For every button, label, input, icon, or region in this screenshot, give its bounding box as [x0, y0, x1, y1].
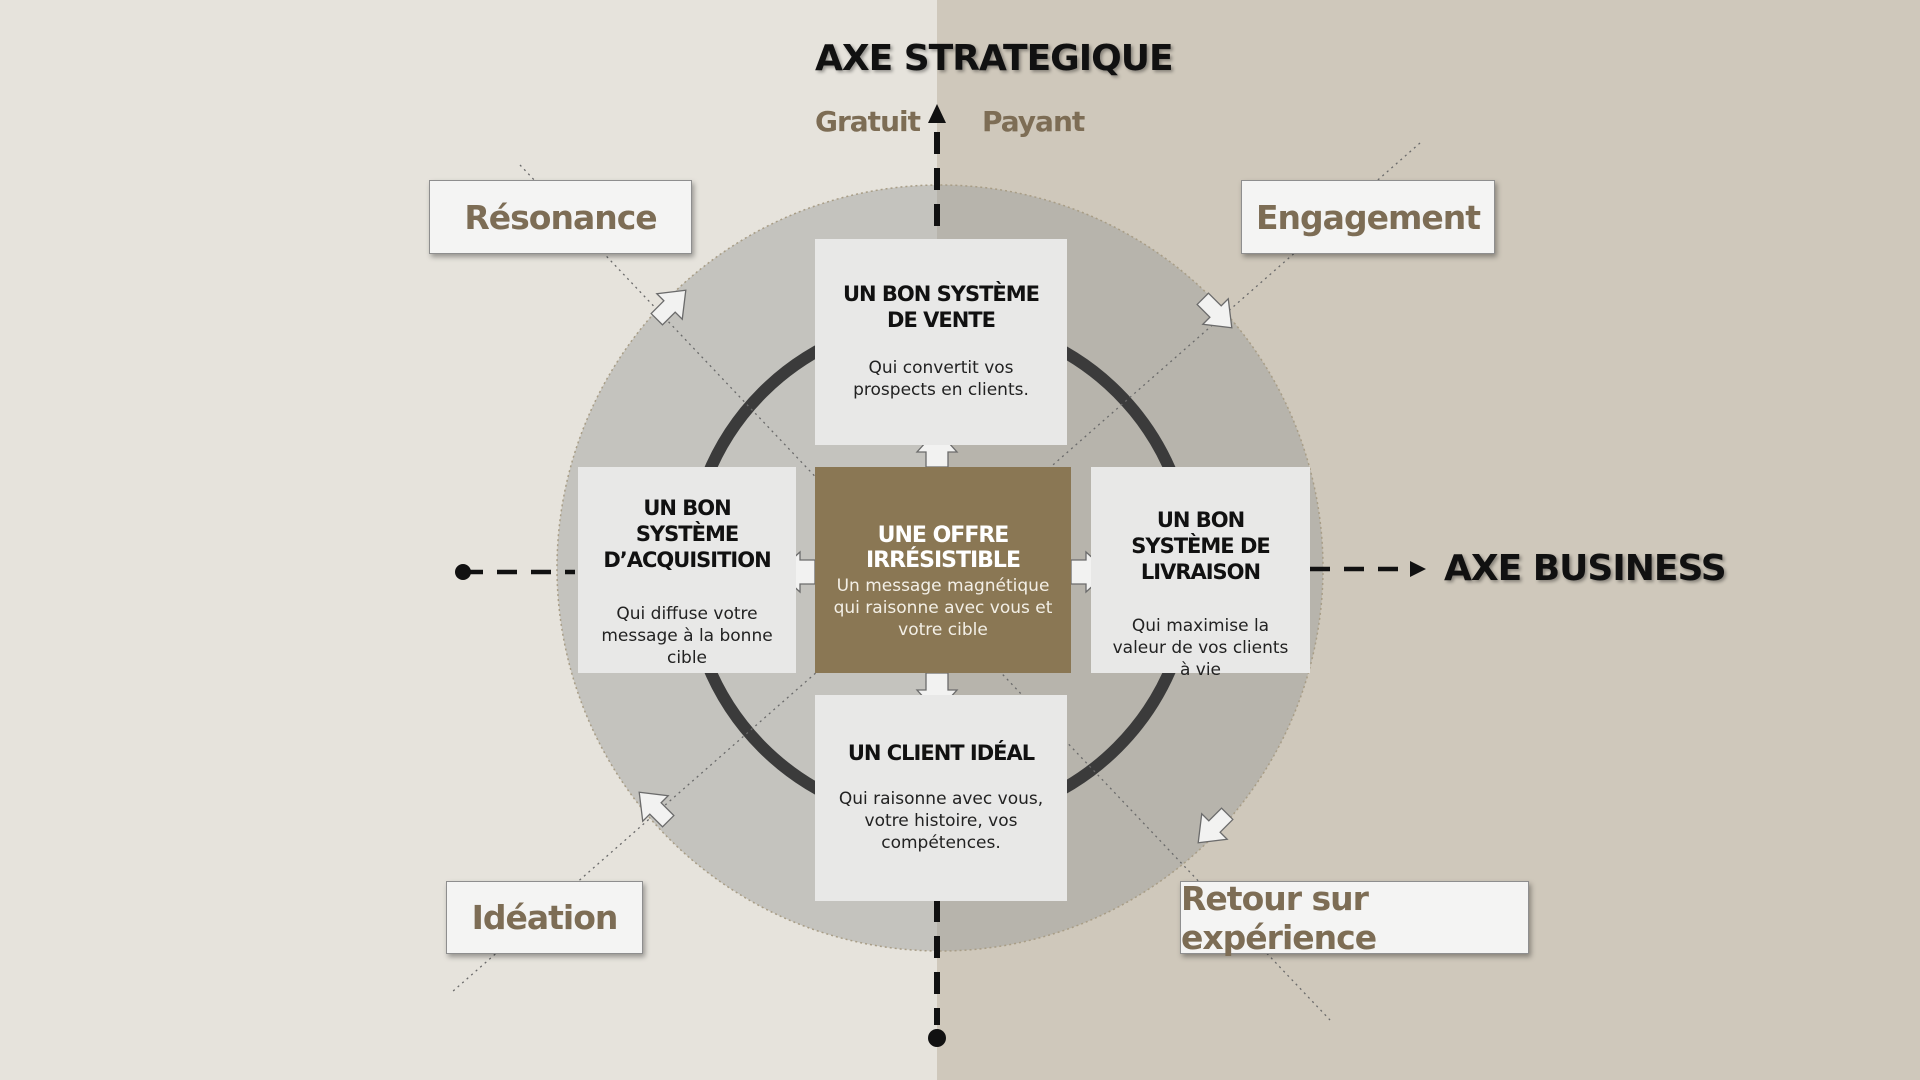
card-acquisition-title: UN BON SYSTÈME D’ACQUISITION [603, 496, 771, 572]
center-arrows [777, 429, 1109, 713]
corner-label-ideation: Idéation [446, 881, 643, 954]
card-sales-title: UN BON SYSTÈME DE VENTE [842, 282, 1040, 332]
corner-label-retour: Retour sur expérience [1180, 879, 1529, 957]
business-axis-title: AXE BUSINESS [1444, 548, 1727, 589]
card-sales-system: UN BON SYSTÈME DE VENTE Qui convertit vo… [815, 239, 1067, 445]
center-offer-title: UNE OFFRE IRRÉSISTIBLE [866, 523, 1021, 573]
card-delivery-desc: Qui maximise la valeur de vos clients à … [1112, 616, 1289, 680]
corner-label-resonance: Résonance [429, 180, 692, 254]
card-client-title: UN CLIENT IDÉAL [847, 741, 1035, 765]
strategic-axis [928, 104, 946, 1047]
card-ideal-client: UN CLIENT IDÉAL Qui raisonne avec vous, … [815, 695, 1067, 901]
business-axis [455, 561, 1426, 580]
card-acquisition-desc: Qui diffuse votre message à la bonne cib… [601, 604, 773, 668]
card-delivery-title: UN BON SYSTÈME DE LIVRAISON [1131, 508, 1270, 584]
card-client-desc: Qui raisonne avec vous, votre histoire, … [838, 789, 1044, 853]
corner-label-engagement: Engagement [1241, 180, 1495, 254]
card-sales-desc: Qui convertit vos prospects en clients. [853, 358, 1029, 400]
corner-arrows [638, 289, 1234, 844]
center-offer-desc: Un message magnétique qui raisonne avec … [833, 576, 1053, 640]
card-delivery-system: UN BON SYSTÈME DE LIVRAISON Qui maximise… [1091, 467, 1310, 680]
card-acquisition-system: UN BON SYSTÈME D’ACQUISITION Qui diffuse… [578, 467, 796, 673]
strategic-axis-title: AXE STRATEGIQUE [815, 38, 1174, 79]
center-offer-card: UNE OFFRE IRRÉSISTIBLE Un message magnét… [815, 467, 1071, 673]
strategic-axis-right-label: Payant [982, 105, 1085, 138]
strategic-axis-left-label: Gratuit [815, 105, 921, 138]
